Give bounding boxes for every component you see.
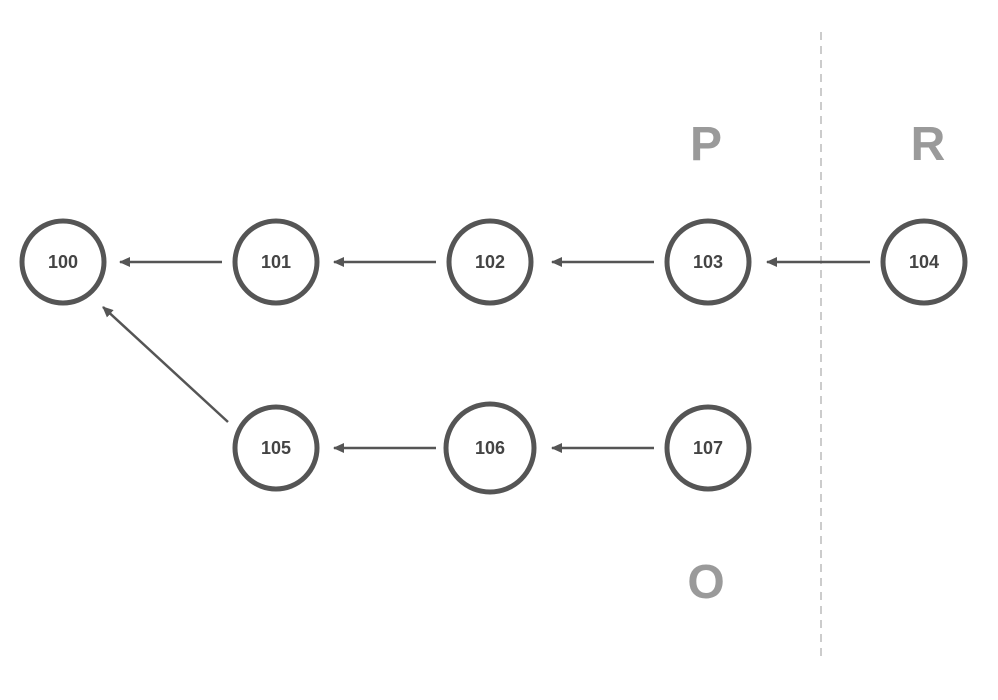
node-100-label: 100 <box>48 252 78 272</box>
edge-105-to-100 <box>102 306 229 423</box>
region-label-o: O <box>687 556 724 609</box>
node-106: 106 <box>443 401 537 495</box>
region-label-r: R <box>911 118 946 171</box>
node-106-label: 106 <box>475 438 505 458</box>
node-103-label: 103 <box>693 252 723 272</box>
node-101-label: 101 <box>261 252 291 272</box>
node-105: 105 <box>232 404 320 492</box>
node-100: 100 <box>19 218 107 306</box>
node-107: 107 <box>664 404 752 492</box>
node-102-label: 102 <box>475 252 505 272</box>
node-105-label: 105 <box>261 438 291 458</box>
node-101: 101 <box>232 218 320 306</box>
region-label-p: P <box>690 118 722 171</box>
node-103: 103 <box>664 218 752 306</box>
node-104-label: 104 <box>909 252 939 272</box>
node-104: 104 <box>880 218 968 306</box>
node-107-label: 107 <box>693 438 723 458</box>
node-102: 102 <box>446 218 534 306</box>
